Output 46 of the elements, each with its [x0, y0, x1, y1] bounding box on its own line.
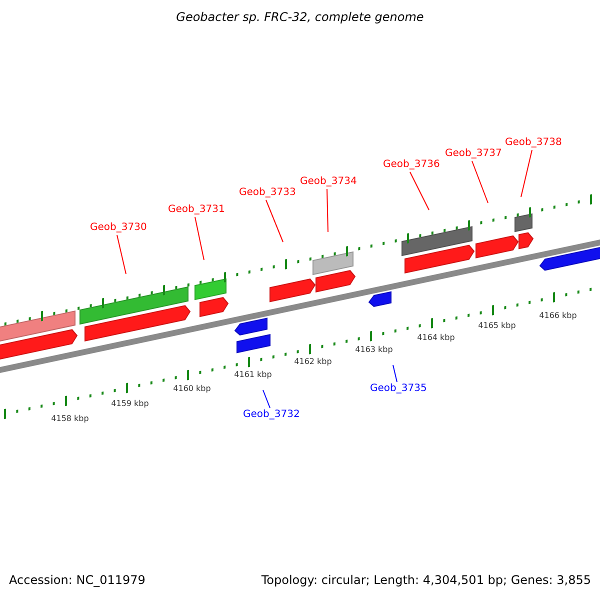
scale-label: 4166 kbp [538, 311, 578, 320]
scale-label: 4162 kbp [293, 357, 333, 366]
gene-block [404, 244, 475, 274]
gene-block [316, 270, 356, 292]
leader-line [520, 150, 532, 198]
footer-text: Topology: circular; Length: 4,304,501 bp; Genes: 3,855 [261, 573, 591, 587]
gene-bar [0, 310, 76, 343]
scale-label: 4163 kbp [354, 345, 394, 354]
gene-label: Geob_3733 [239, 187, 293, 199]
gene-label: Geob_3736 [383, 159, 437, 171]
gene-bar [402, 226, 472, 256]
gene-label: Geob_3734 [300, 176, 354, 188]
gene-label: Geob_3730 [90, 222, 144, 234]
leader-line [326, 188, 328, 232]
leader-line [262, 390, 270, 408]
leader-line [392, 364, 398, 382]
scale-label: 4159 kbp [110, 399, 150, 408]
gene-label: Geob_3732 [243, 409, 297, 421]
scale-label: 4158 kbp [50, 414, 90, 423]
gene-label: Geob_3735 [370, 383, 424, 395]
leader-line [266, 200, 284, 242]
gene-bar [80, 286, 188, 325]
leader-line [194, 216, 204, 260]
gene-block [0, 329, 78, 361]
gene-bar [236, 334, 270, 354]
gene-block [84, 305, 191, 342]
gene-block [234, 318, 268, 336]
scale-label: 4160 kbp [172, 384, 212, 393]
leader-line [472, 160, 488, 204]
gene-block [200, 297, 229, 318]
scale-label: 4161 kbp [233, 370, 273, 379]
scale-label: 4165 kbp [477, 321, 517, 330]
gene-block [539, 244, 600, 271]
title: Geobacter sp. FRC-32, complete genome [175, 10, 425, 24]
gene-bar [514, 213, 532, 232]
gene-label: Geob_3731 [168, 204, 222, 216]
gene-bar [312, 251, 354, 276]
footer-text: Accession: NC_011979 [9, 573, 146, 587]
gene-label: Geob_3737 [445, 148, 499, 160]
gene-block [368, 291, 392, 308]
leader-line [116, 234, 126, 274]
scale-label: 4164 kbp [416, 333, 456, 342]
gene-label: Geob_3738 [505, 137, 559, 149]
gene-bar [194, 278, 226, 300]
leader-line [410, 172, 430, 210]
gene-block [270, 278, 316, 302]
